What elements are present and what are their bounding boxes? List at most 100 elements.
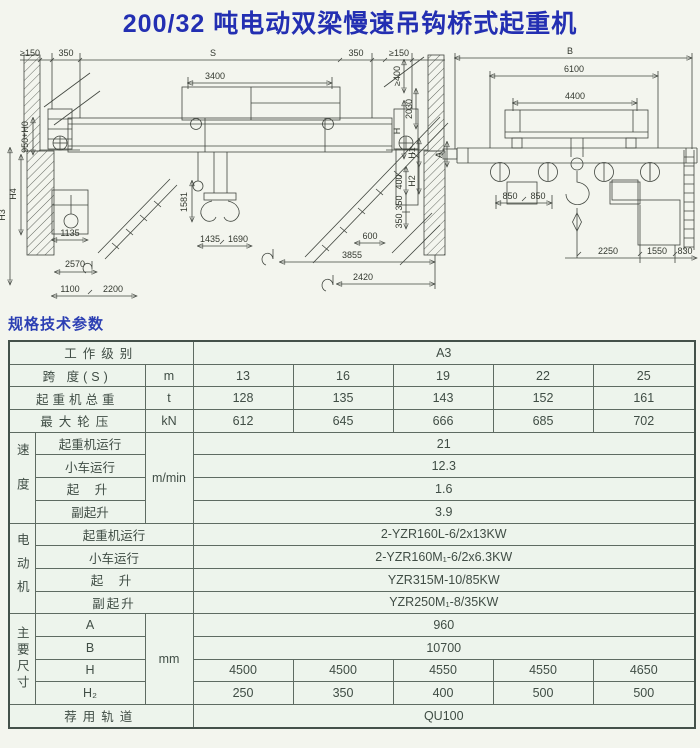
table-row: 小车运行 2-YZR160M₁-6/2x6.3KW [9, 545, 696, 569]
value-cell: 500 [492, 681, 594, 705]
dim-label: 400 [394, 174, 404, 189]
unit-cell: m [144, 363, 194, 388]
value-cell: 135 [292, 386, 394, 411]
row-label: 起 升 [34, 477, 146, 501]
table-row: 起重机总重 t 128 135 143 152 161 [8, 386, 696, 411]
row-label: H [34, 658, 146, 683]
table-row: 副起升 YZR250M₁-8/35KW [9, 590, 696, 615]
aux-hook-icon [261, 249, 334, 292]
value-cell: 21 [192, 431, 696, 456]
dim-label: 1135 [60, 228, 79, 238]
group-label-main-dimensions: 主要尺寸 [8, 613, 36, 705]
value-cell: 13 [192, 363, 294, 388]
trolley [181, 86, 341, 130]
table-row: 工作级别 A3 [8, 340, 696, 365]
row-label: 副起升 [34, 590, 194, 615]
dim-label: A [434, 152, 444, 158]
group-label-speed: 速度 [8, 431, 36, 524]
table-row: H₂ 250 350 400 500 500 [9, 681, 696, 705]
value-cell: 2-YZR160M₁-6/2x6.3KW [192, 545, 696, 569]
value-cell: 3.9 [192, 499, 696, 524]
main-girder [67, 117, 393, 153]
dim-label: 6100 [564, 64, 584, 74]
value-cell: 19 [392, 363, 494, 388]
end-view: B 6100 4400 A 850 850 2250 1550 830 [434, 46, 697, 263]
unit-cell: kN [144, 409, 194, 433]
value-cell: 685 [492, 409, 594, 433]
value-cell: YZR315M-10/85KW [192, 567, 696, 592]
dim-label: 850 [502, 191, 517, 201]
table-row: 荐用轨道 QU100 [8, 703, 696, 729]
value-cell: 22 [492, 363, 594, 388]
dim-label: 850 [530, 191, 545, 201]
row-label-max-wheel-load: 最大轮压 [8, 409, 146, 433]
crane-drawing-svg: ≥150 350 S 350 ≥150 3400 ≥400 2030 H H1 … [0, 46, 700, 311]
dim-label: 1550 [647, 246, 667, 256]
dim-label: 2570 [65, 259, 85, 269]
row-label: 小车运行 [34, 545, 194, 569]
value-cell: 400 [392, 681, 494, 705]
dim-label: 2250 [598, 246, 618, 256]
dim-label: H2 [407, 175, 417, 187]
dim-label: 3400 [205, 71, 225, 81]
dim-label: B [567, 46, 573, 56]
table-row: H 4500 4500 4550 4550 4650 [9, 658, 696, 683]
dim-label: 2200 [103, 284, 123, 294]
row-label: 起 升 [34, 567, 194, 592]
table-row: 副起升 3.9 [9, 499, 696, 524]
unit-cell: m/min [144, 431, 194, 524]
table-row: 电动机 起重机运行 2-YZR160L-6/2x13KW [8, 522, 696, 615]
value-cell: 960 [192, 613, 696, 637]
front-view-dimensions [10, 53, 445, 296]
dim-label: 950+H0 [20, 121, 30, 153]
value-cell: 128 [192, 386, 294, 411]
dim-label: 1690 [228, 234, 248, 244]
unit-cell: t [144, 386, 194, 411]
dim-label: 830 [677, 246, 692, 256]
dim-label: 350 [348, 48, 363, 58]
value-cell: 25 [592, 363, 696, 388]
value-cell: 143 [392, 386, 494, 411]
dim-label: H1 [407, 147, 417, 159]
building-wall-left [23, 54, 101, 256]
value-cell: 12.3 [192, 454, 696, 479]
value-cell: YZR250M₁-8/35KW [192, 590, 696, 615]
dim-label: H4 [8, 188, 18, 200]
value-cell: 2-YZR160L-6/2x13KW [192, 522, 696, 547]
dim-label: 3855 [342, 250, 362, 260]
row-label: B [34, 635, 146, 660]
group-label-motor: 电动机 [8, 522, 36, 615]
row-label-total-weight: 起重机总重 [8, 386, 146, 411]
section-heading: 规格技术参数 [8, 316, 105, 333]
value-cell: 4650 [592, 658, 696, 683]
dim-label: 1435 [200, 234, 220, 244]
value-cell: 350 [292, 681, 394, 705]
row-label-work-grade: 工作级别 [8, 340, 194, 365]
value-cell: 4500 [292, 658, 394, 683]
row-label: 副起升 [34, 499, 146, 524]
value-cell: 250 [192, 681, 294, 705]
value-cell: 702 [592, 409, 696, 433]
dim-label: H [392, 128, 402, 135]
table-row: 起 升 1.6 [9, 477, 696, 501]
row-label: 小车运行 [34, 454, 146, 479]
value-cell: 10700 [192, 635, 696, 660]
row-label: 起重机运行 [34, 522, 194, 547]
dim-label: 600 [362, 231, 377, 241]
specification-table: 工作级别 A3 跨 度(S) m 13 16 19 22 25 起重机总重 t … [8, 340, 696, 729]
row-label: H₂ [34, 681, 146, 705]
end-view-dimensions [447, 53, 697, 263]
dim-label: 1581 [179, 192, 189, 212]
table-row: B 10700 [9, 635, 696, 660]
dim-label: 350 [58, 48, 73, 58]
dim-label: ≥150 [389, 48, 409, 58]
dim-label: 2420 [353, 272, 373, 282]
table-row: 最大轮压 kN 612 645 666 685 702 [8, 409, 696, 433]
dim-label: S [210, 48, 216, 58]
dim-label: 2030 [404, 99, 414, 119]
row-label-span: 跨 度(S) [8, 363, 146, 388]
table-row: 跨 度(S) m 13 16 19 22 25 [8, 363, 696, 388]
dim-label: 4400 [565, 91, 585, 101]
value-cell: 4500 [192, 658, 294, 683]
